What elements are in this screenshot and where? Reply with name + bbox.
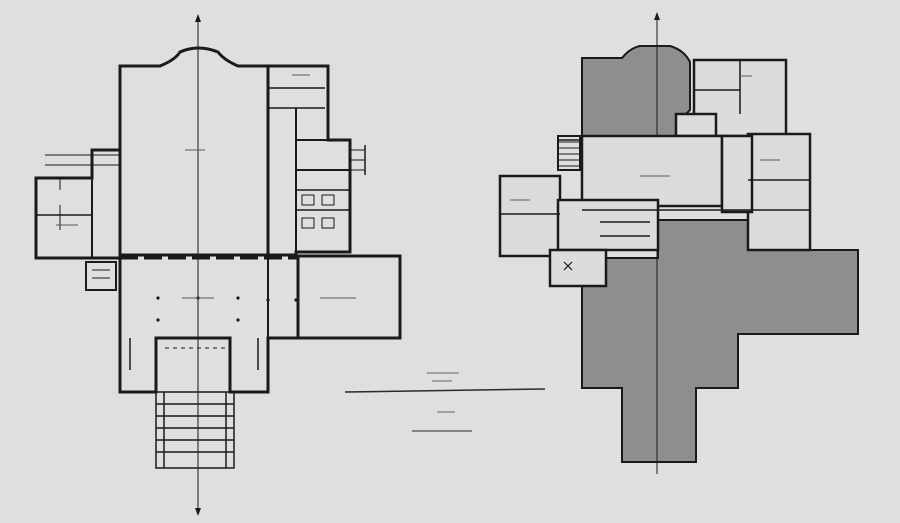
upper-stair-landing bbox=[548, 248, 608, 288]
upper-room-east bbox=[746, 132, 812, 252]
upper-stair-hatch bbox=[557, 135, 581, 171]
caption-underline-long bbox=[344, 388, 546, 393]
faint-room-marks bbox=[56, 74, 356, 299]
upper-hall bbox=[580, 134, 724, 208]
upper-floor-plan bbox=[498, 12, 859, 474]
west-wing-outline bbox=[34, 148, 120, 260]
ground-floor-plan bbox=[34, 14, 402, 516]
upper-corridor bbox=[556, 198, 660, 252]
west-entry-box bbox=[85, 261, 117, 291]
axis-arrow-top-left bbox=[195, 14, 201, 22]
upper-room-west bbox=[498, 174, 562, 258]
axis-arrow-bottom-left bbox=[195, 508, 201, 516]
landing-symbol bbox=[563, 261, 573, 271]
east-room bbox=[296, 254, 402, 340]
shaded-roof-top bbox=[581, 45, 691, 137]
faint-room-marks-upper bbox=[510, 75, 780, 201]
axis-arrow-top-right bbox=[654, 12, 660, 20]
entrance-steps bbox=[155, 391, 235, 469]
service-block-outline bbox=[268, 64, 352, 257]
upper-small-room bbox=[720, 134, 754, 214]
upper-landing bbox=[674, 112, 718, 138]
caption-block bbox=[344, 372, 546, 432]
lower-hall-outline bbox=[118, 258, 298, 394]
side-stair-box bbox=[295, 139, 351, 171]
main-hall-outline bbox=[118, 46, 270, 257]
